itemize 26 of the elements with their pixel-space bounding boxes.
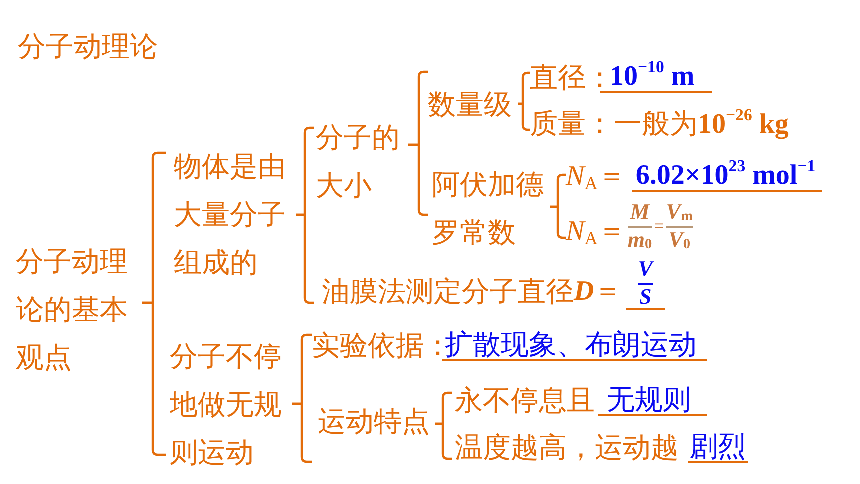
fraction-denominator: S bbox=[639, 285, 652, 308]
fraction-numerator: V bbox=[638, 258, 653, 283]
fraction-numerator: V$_{m}$ bbox=[666, 201, 693, 226]
fraction-denominator: V$_{0}$ bbox=[668, 228, 690, 251]
formula-text: D＝ bbox=[574, 275, 622, 309]
answer-field: 6.02×10$^{23}$ mol$^{−1}$ bbox=[632, 162, 822, 192]
fraction-numerator: M bbox=[630, 201, 650, 226]
brace-line bbox=[550, 206, 566, 240]
formula-text: N$_{A}$＝ bbox=[566, 160, 626, 195]
fraction-denominator: m$_{0}$ bbox=[628, 228, 652, 251]
answer-field: 无规则 bbox=[598, 386, 707, 416]
branch-label: 分子的大小 bbox=[316, 120, 401, 204]
branch-label: 阿伏加德罗常数 bbox=[432, 167, 545, 251]
branch-label: 数量级 bbox=[428, 87, 512, 123]
answer-field: 剧烈 bbox=[688, 433, 748, 463]
branch-label: 运动特点 bbox=[318, 404, 430, 440]
formula-text: N$_{A}$＝ bbox=[566, 215, 626, 250]
branch-label: 物体是由大量分子组成的 bbox=[174, 149, 287, 281]
item-text: 油膜法测定分子直径 bbox=[322, 274, 574, 310]
item-text: 永不停息且 bbox=[455, 383, 595, 419]
topic-label: 分子动理论的基本观点 bbox=[16, 244, 129, 376]
item-text: 温度越高，运动越 bbox=[455, 430, 679, 466]
formula-text: = bbox=[654, 215, 664, 237]
branch-label: 分子不停地做无规则运动 bbox=[170, 339, 283, 471]
title: 分子动理论 bbox=[18, 29, 158, 65]
item-text: 质量：一般为10$^{−26}$ kg bbox=[530, 106, 789, 142]
